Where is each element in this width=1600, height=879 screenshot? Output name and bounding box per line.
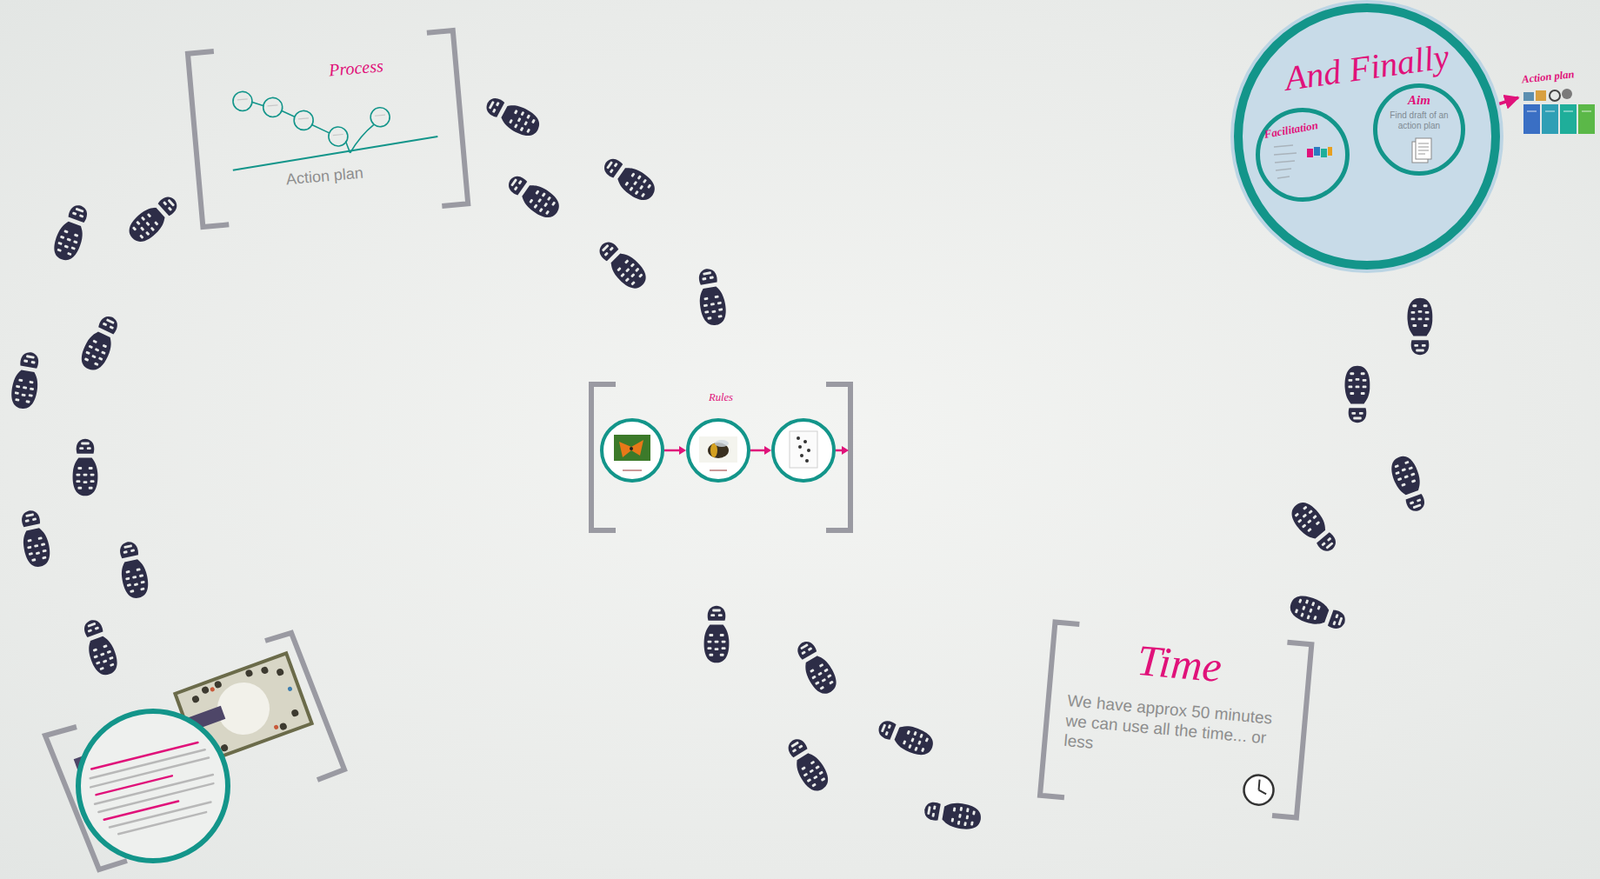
thumbnail-title: Action plan	[1520, 66, 1597, 87]
footprint	[114, 539, 152, 600]
action-plan-thumbnail: Action plan	[1521, 67, 1597, 141]
footprint	[693, 266, 729, 328]
footprint	[16, 507, 54, 569]
topic-circle: AimFind draft of an action plan	[1373, 83, 1466, 176]
overview-circle: And FinallyFacilitationAimFind draft of …	[1233, 3, 1500, 270]
footprint	[502, 169, 564, 223]
frame-title: Time	[1135, 634, 1225, 693]
bracket-frame: Rules	[587, 380, 854, 534]
process-chain	[176, 19, 480, 237]
footprint	[1286, 497, 1342, 558]
footprint	[1345, 366, 1371, 424]
circle-title: Aim	[1377, 93, 1461, 108]
footprint	[791, 636, 842, 699]
photo-frame	[45, 633, 345, 870]
footprint	[1407, 298, 1434, 356]
frame-body: We have approx 50 minutes we can use all…	[1063, 691, 1296, 771]
footprint	[598, 152, 660, 206]
footprint	[922, 797, 984, 833]
footprint	[1386, 453, 1431, 515]
footprint	[76, 312, 124, 375]
footprint	[49, 201, 94, 264]
footprint	[874, 714, 938, 760]
bracket-frame: ProcessAction plan	[176, 19, 480, 237]
footprint	[1286, 591, 1349, 635]
frame-title: Process	[327, 55, 384, 80]
footprint	[123, 190, 183, 247]
circle-body: Find draft of an action plan	[1386, 110, 1453, 131]
footprint	[78, 616, 122, 679]
footprint	[73, 439, 99, 497]
rules-chain	[587, 380, 854, 534]
bracket-frame: TimeWe have approx 50 minutes we can use…	[1028, 615, 1323, 827]
footprint	[593, 235, 652, 294]
footprint	[8, 350, 44, 412]
topic-circle: Facilitation	[1255, 107, 1350, 202]
footprint	[704, 606, 730, 664]
footprint	[481, 92, 544, 141]
circle-title: Facilitation	[1262, 113, 1344, 142]
footprint	[781, 733, 834, 796]
frame-caption: Action plan	[285, 164, 365, 190]
frame-title: Rules	[587, 391, 854, 405]
